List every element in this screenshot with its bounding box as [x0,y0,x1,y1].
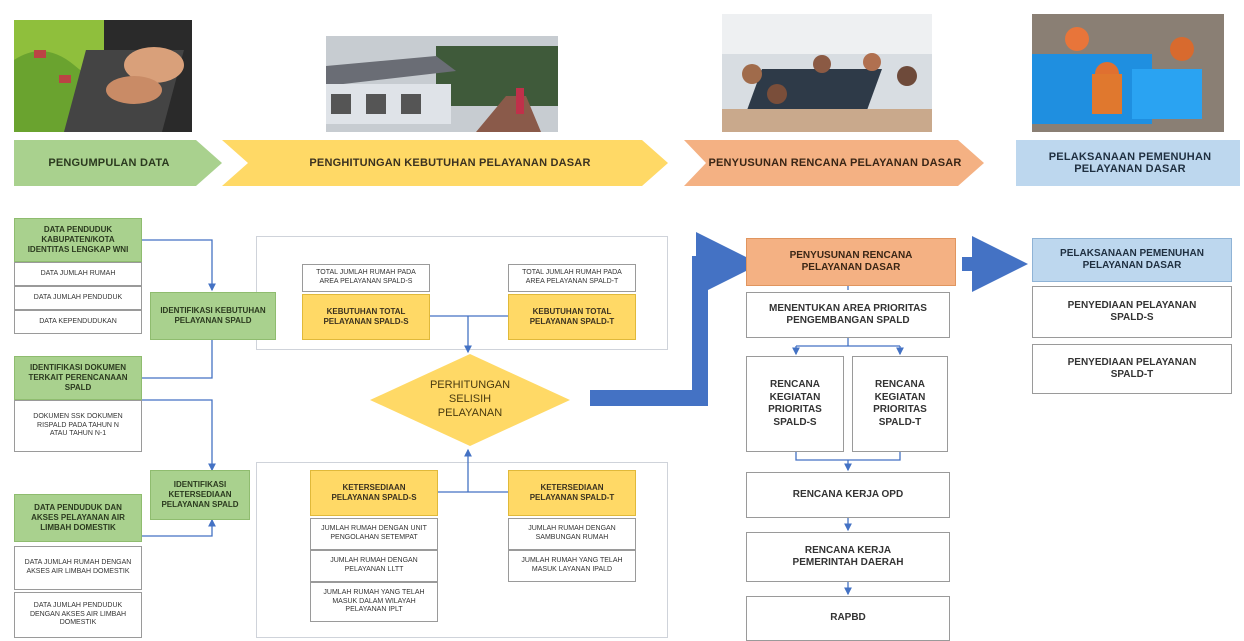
plan-s-box: RENCANA KEGIATAN PRIORITAS SPALD-S [746,356,844,452]
phase-label-implementation: PELAKSANAAN PEMENUHAN PELAYANAN DASAR [1048,151,1212,175]
identify-availability-box: IDENTIFIKASI KETERSEDIAAN PELAYANAN SPAL… [150,470,250,520]
diamond-shape [370,354,570,446]
collection-group2-item: DOKUMEN SSK DOKUMEN RISPALD PADA TAHUN N… [14,400,142,452]
implementation-header: PELAKSANAAN PEMENUHAN PELAYANAN DASAR [1032,238,1232,282]
phase-label-collection: PENGUMPULAN DATA [48,157,170,169]
collection-group3-item: DATA JUMLAH RUMAH DENGAN AKSES AIR LIMBA… [14,546,142,590]
need-t-box: KEBUTUHAN TOTAL PELAYANAN SPALD-T [508,294,636,340]
collection-group2-title: IDENTIFIKASI DOKUMEN TERKAIT PERENCANAAN… [14,356,142,400]
availability-frame [256,462,668,638]
photo-planning [722,14,932,132]
collection-group1-title: DATA PENDUDUK KABUPATEN/KOTA IDENTITAS L… [14,218,142,262]
need-t-total-houses: TOTAL JUMLAH RUMAH PADA AREA PELAYANAN S… [508,264,636,292]
avail-s-item: JUMLAH RUMAH YANG TELAH MASUK DALAM WILA… [310,582,438,622]
collection-group3-item: DATA JUMLAH PENDUDUK DENGAN AKSES AIR LI… [14,592,142,638]
priority-area-box: MENENTUKAN AREA PRIORITAS PENGEMBANGAN S… [746,292,950,338]
avail-t-item: JUMLAH RUMAH DENGAN SAMBUNGAN RUMAH [508,518,636,550]
identify-need-box: IDENTIFIKASI KEBUTUHAN PELAYANAN SPALD [150,292,276,340]
collection-group1-item: DATA JUMLAH RUMAH [14,262,142,286]
avail-t-box: KETERSEDIAAN PELAYANAN SPALD-T [508,470,636,516]
provide-spald-t-box: PENYEDIAAN PELAYANAN SPALD-T [1032,344,1232,394]
phase-label-planning: PENYUSUNAN RENCANA PELAYANAN DASAR [708,157,962,169]
avail-s-box: KETERSEDIAAN PELAYANAN SPALD-S [310,470,438,516]
phase-arrow-2 [222,140,668,186]
photo-implementation [1032,14,1224,132]
phase-arrow-1 [14,140,222,186]
avail-s-item: JUMLAH RUMAH DENGAN UNIT PENGOLAHAN SETE… [310,518,438,550]
plan-t-box: RENCANA KEGIATAN PRIORITAS SPALD-T [852,356,948,452]
opd-work-plan-box: RENCANA KERJA OPD [746,472,950,518]
collection-group1-item: DATA JUMLAH PENDUDUK [14,286,142,310]
phase-arrow-3 [684,140,984,186]
photo-calculation [326,36,558,132]
avail-s-item: JUMLAH RUMAH DENGAN PELAYANAN LLTT [310,550,438,582]
avail-t-item: JUMLAH RUMAH YANG TELAH MASUK LAYANAN IP… [508,550,636,582]
provide-spald-s-box: PENYEDIAAN PELAYANAN SPALD-S [1032,286,1232,338]
collection-group1-item: DATA KEPENDUDUKAN [14,310,142,334]
diamond-label: PERHITUNGAN SELISIH PELAYANAN [429,379,511,419]
rapbd-box: RAPBD [746,596,950,641]
collection-group3-title: DATA PENDUDUK DAN AKSES PELAYANAN AIR LI… [14,494,142,542]
phase-label-calculation: PENGHITUNGAN KEBUTUHAN PELAYANAN DASAR [309,157,591,169]
need-s-box: KEBUTUHAN TOTAL PELAYANAN SPALD-S [302,294,430,340]
phase-box-4 [1016,140,1240,186]
planning-header: PENYUSUNAN RENCANA PELAYANAN DASAR [746,238,956,286]
photo-data-collection [14,20,192,132]
regional-gov-work-plan-box: RENCANA KERJA PEMERINTAH DAERAH [746,532,950,582]
need-s-total-houses: TOTAL JUMLAH RUMAH PADA AREA PELAYANAN S… [302,264,430,292]
